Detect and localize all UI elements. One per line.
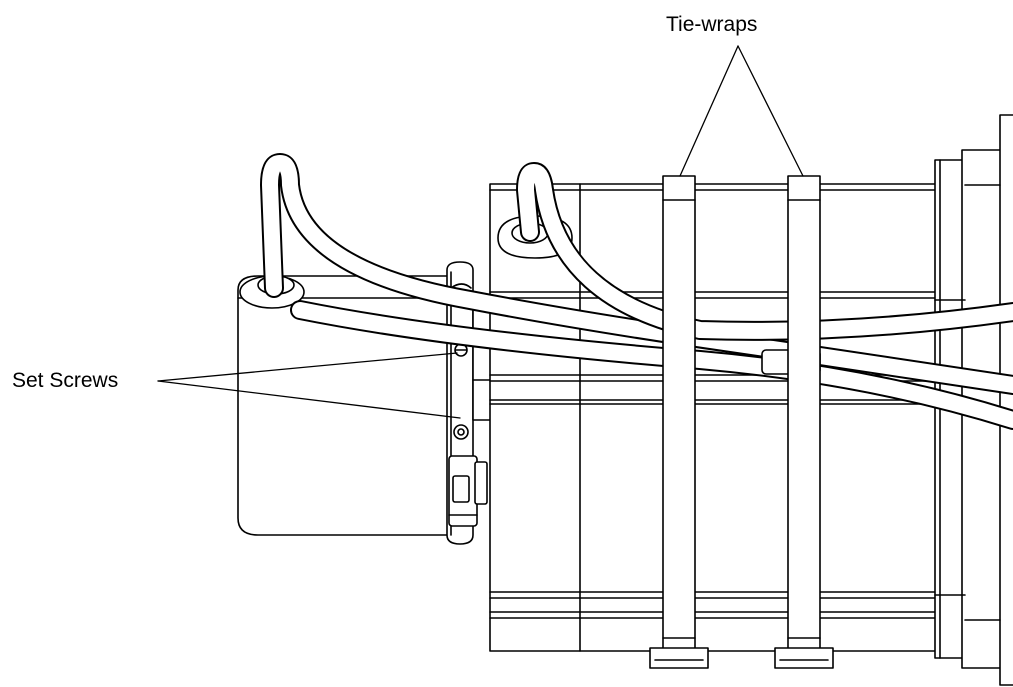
- set-screw-top: [454, 343, 468, 357]
- cable-3: [516, 162, 1013, 341]
- set-screw-bottom: [453, 424, 469, 440]
- cable-1: [260, 153, 1013, 395]
- tie-wraps-leader: [679, 45, 804, 177]
- set-screws-leader: [157, 352, 461, 419]
- tie-wraps-label: Tie-wraps: [666, 13, 758, 36]
- set-screws-label: Set Screws: [12, 369, 119, 392]
- tie-wrap-left: [649, 175, 709, 669]
- tie-wrap-right: [774, 175, 834, 669]
